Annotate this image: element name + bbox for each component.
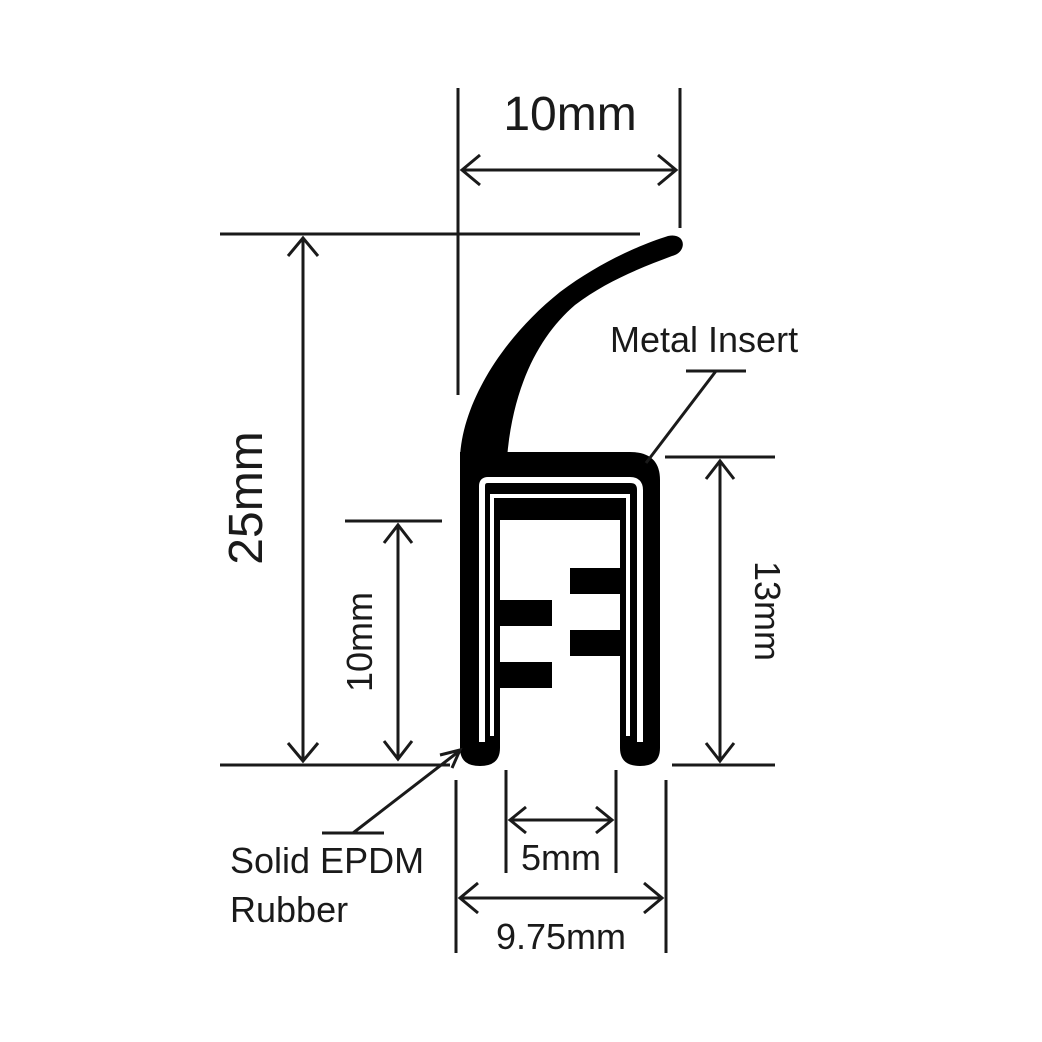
profile-tooth-right-lower <box>570 630 620 656</box>
profile-tooth-right-upper <box>570 568 620 594</box>
total-height-label: 25mm <box>220 431 273 564</box>
metal-insert-label: Metal Insert <box>610 319 798 360</box>
epdm-label-line2: Rubber <box>230 889 348 930</box>
dimension-top-width: 10mm <box>456 88 682 395</box>
base-width-label: 9.75mm <box>496 916 626 957</box>
callout-epdm-rubber: Solid EPDM Rubber <box>230 747 463 930</box>
dimension-inner-height: 10mm <box>339 519 442 762</box>
top-width-label: 10mm <box>503 88 636 141</box>
metal-insert-inner <box>490 494 630 736</box>
dimension-total-height: 25mm <box>220 232 640 767</box>
opening-width-label: 5mm <box>521 837 601 878</box>
profile-lip <box>460 235 683 458</box>
callout-metal-insert: Metal Insert <box>610 319 798 464</box>
dimension-opening-width: 5mm <box>504 770 618 878</box>
metal-insert-outline <box>479 477 643 742</box>
dimension-side-height: 13mm <box>665 455 788 767</box>
profile-tooth-left-upper <box>500 600 552 626</box>
dimension-base-width: 9.75mm <box>454 780 668 957</box>
epdm-label-line1: Solid EPDM <box>230 840 424 881</box>
profile-tooth-left-lower <box>500 662 552 688</box>
side-height-label: 13mm <box>747 561 788 661</box>
inner-height-label: 10mm <box>339 592 380 692</box>
